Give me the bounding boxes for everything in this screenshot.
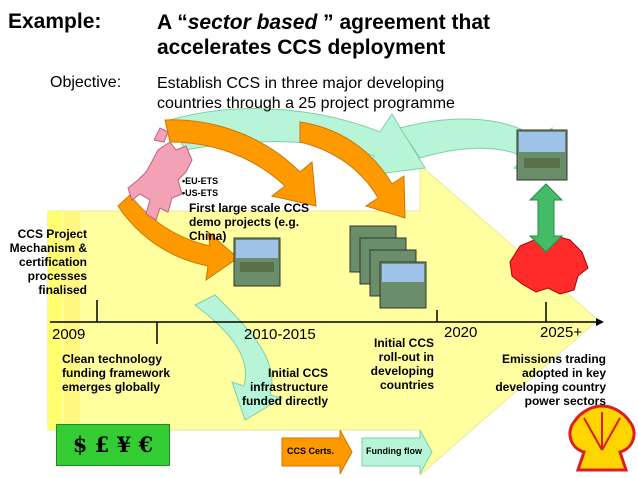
yellow-post-left <box>48 211 62 430</box>
ccs-certs-arrow-left <box>117 194 239 282</box>
bullet-us-ets: US-ETS <box>182 187 218 199</box>
demo-projects-caption: First large scale CCS demo projects (e.g… <box>189 201 310 243</box>
year-2025: 2025+ <box>540 324 583 341</box>
funding-flow-arrow-bottom <box>194 294 284 421</box>
legend-ccs-certs-label: CCS Certs. <box>287 446 335 456</box>
ccs-plant-2010 <box>233 237 281 287</box>
currency-box: $ £ ¥ € <box>56 424 170 466</box>
ccs-certs-arrow-top <box>164 119 317 207</box>
emissions-caption: Emissions trading adopted in key develop… <box>495 352 606 408</box>
ccs-plant-2015-stack <box>349 225 427 309</box>
slide-title: A “sector based ” agreement that acceler… <box>157 10 627 60</box>
objective-line2: countries through a 25 project programme <box>157 95 455 112</box>
objective-text: Establish CCS in three major developing … <box>157 74 577 114</box>
bullet-eu-ets: EU-ETS <box>182 175 218 187</box>
clean-tech-caption: Clean technology funding framework emerg… <box>62 352 171 394</box>
shell-logo <box>568 404 636 472</box>
objective-line1: Establish CCS in three major developing <box>157 75 445 92</box>
title-label: Example: <box>8 10 102 33</box>
yellow-post-right <box>64 211 80 430</box>
legend-ccs-certs-arrow <box>281 429 353 475</box>
europe-map <box>127 127 193 221</box>
title-prefix: A “ <box>157 11 188 34</box>
initial-infra-caption: Initial CCS infrastructure funded direct… <box>241 366 328 408</box>
year-2009: 2009 <box>52 326 86 343</box>
legend-funding-arrow <box>361 429 433 475</box>
ccs-plant-2025 <box>516 129 568 181</box>
scheme-bullets: EU-ETS US-ETS <box>182 175 218 199</box>
objective-label: Objective: <box>50 74 122 91</box>
double-arrow <box>528 183 564 253</box>
year-2020: 2020 <box>444 324 478 341</box>
legend-funding-flow-label: Funding flow <box>366 446 422 456</box>
mechanism-caption: CCS Project Mechanism & certification pr… <box>9 227 87 297</box>
title-emphasis: sector based <box>187 11 318 34</box>
year-2010-2015: 2010-2015 <box>244 326 316 343</box>
title-suffix: ” agreement that <box>317 11 491 34</box>
timeline-arrowhead <box>596 318 604 326</box>
ccs-certs-arrow-mid <box>299 121 406 219</box>
title-line2: accelerates CCS deployment <box>157 36 446 59</box>
rollout-caption: Initial CCS roll-out in developing count… <box>370 336 434 392</box>
